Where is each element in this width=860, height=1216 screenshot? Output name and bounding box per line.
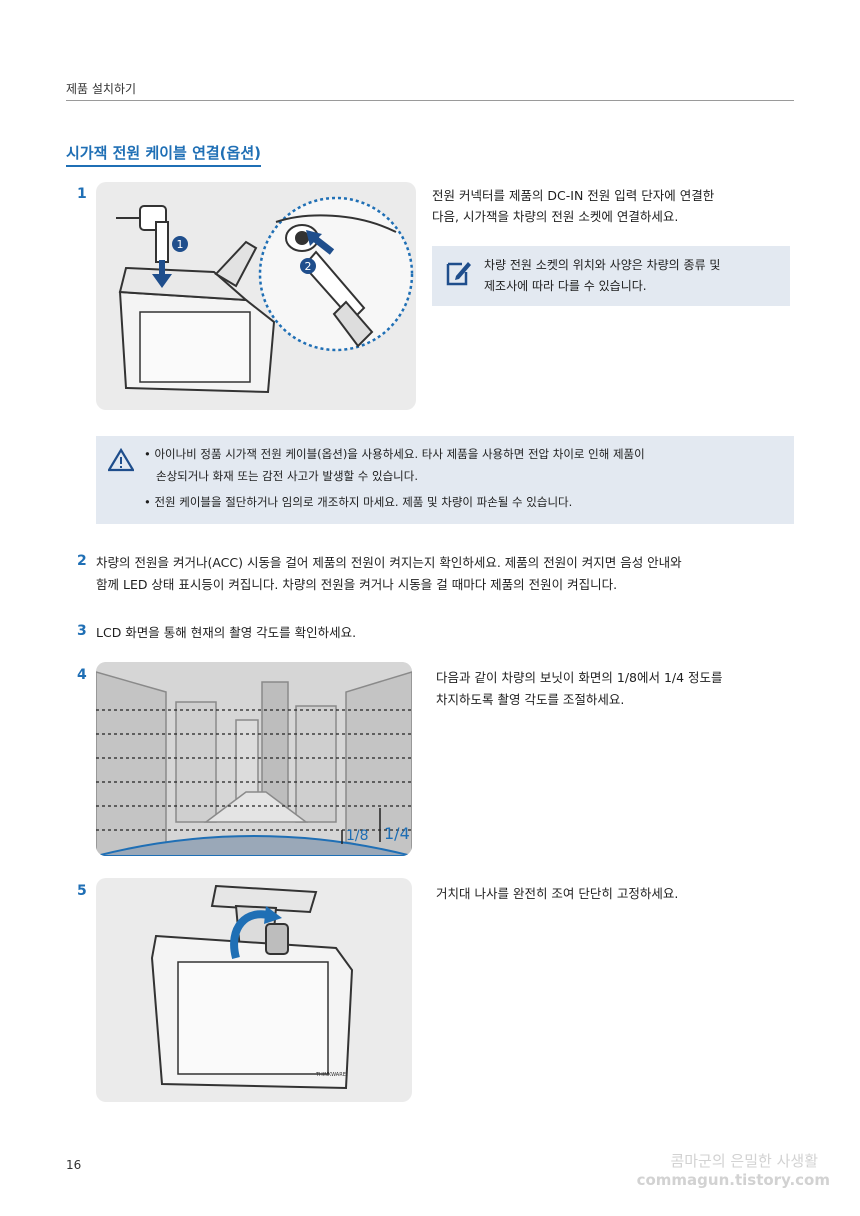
page-number: 16 <box>66 1158 82 1172</box>
note-line-1: 차량 전원 소켓의 위치와 사양은 차량의 종류 및 <box>484 258 721 272</box>
watermark-line-2: commagun.tistory.com <box>636 1171 830 1189</box>
arrow-in-icon <box>311 235 335 255</box>
dc-plug <box>116 205 169 263</box>
step-2-text-line-1: 차량의 전원을 켜거나(ACC) 시동을 걸어 제품의 전원이 켜지는지 확인하… <box>96 555 682 570</box>
rotate-arrow-head-icon <box>264 906 282 924</box>
section-header: 제품 설치하기 <box>66 82 137 96</box>
warning-bullet-1-line-2: 손상되거나 화재 또는 감전 사고가 발생할 수 있습니다. <box>156 469 419 483</box>
brand-label: THINKWARE <box>315 1072 346 1078</box>
step-5-text: 거치대 나사를 완전히 조여 단단히 고정하세요. <box>436 886 679 901</box>
step-3-text: LCD 화면을 통해 현재의 촬영 각도를 확인하세요. <box>96 625 357 640</box>
step-2-text-line-2: 함께 LED 상태 표시등이 켜집니다. 차량의 전원을 켜거나 시동을 걸 때… <box>96 577 618 592</box>
label-one-eighth: 1/8 <box>346 828 369 844</box>
arrow-head-down-icon <box>152 274 172 288</box>
step-4-number: 4 <box>77 667 87 683</box>
screw-knob <box>265 923 289 955</box>
step-1-text-line-2: 다음, 시가잭을 차량의 전원 소켓에 연결하세요. <box>432 209 679 224</box>
header-divider <box>66 100 794 101</box>
step-2-number: 2 <box>77 553 87 569</box>
step-4-camera-view: 1/8 1/4 <box>96 662 412 856</box>
step-5-illustration: THINKWARE <box>96 878 412 1102</box>
note-line-2: 제조사에 따라 다를 수 있습니다. <box>484 279 647 293</box>
step-4-text-line-1: 다음과 같이 차량의 보닛이 화면의 1/8에서 1/4 정도를 <box>436 670 723 685</box>
badge-2-label: 2 <box>305 260 312 273</box>
rotate-arrow-icon <box>230 910 274 960</box>
step-1-illustration: 1 2 <box>96 182 416 410</box>
step-4-text-line-2: 차지하도록 촬영 각도를 조절하세요. <box>436 692 625 707</box>
note-pencil-icon <box>446 262 471 286</box>
step-1-number: 1 <box>77 186 87 202</box>
street-view-drawing <box>96 662 412 856</box>
dashcam-power-connection-drawing: 1 2 <box>116 196 414 394</box>
grid-lines <box>96 709 412 831</box>
badge-1-label: 1 <box>177 238 184 251</box>
note-box: 차량 전원 소켓의 위치와 사양은 차량의 종류 및 제조사에 따라 다를 수 … <box>432 246 790 306</box>
step-3-number: 3 <box>77 623 87 639</box>
warning-box: • 아이나비 정품 시가잭 전원 케이블(옵션)을 사용하세요. 타사 제품을 … <box>96 436 794 524</box>
step-5-number: 5 <box>77 883 87 899</box>
badge-1-icon <box>172 236 188 252</box>
dashcam-body <box>118 240 276 394</box>
warning-bullet-1-line-1: • 아이나비 정품 시가잭 전원 케이블(옵션)을 사용하세요. 타사 제품을 … <box>144 447 645 461</box>
section-title: 시가잭 전원 케이블 연결(옵션) <box>66 142 261 167</box>
badge-2-icon <box>300 258 316 274</box>
label-one-quarter: 1/4 <box>384 824 410 843</box>
warning-bullet-2: • 전원 케이블을 절단하거나 임의로 개조하지 마세요. 제품 및 차량이 파… <box>144 495 573 509</box>
arrow-head-in-icon <box>306 230 322 246</box>
car-hood <box>96 835 412 856</box>
warning-triangle-icon <box>108 448 134 472</box>
mount-screw-drawing: THINKWARE <box>150 884 354 1090</box>
watermark-line-1: 콤마군의 은밀한 사생활 <box>670 1152 818 1170</box>
car-socket <box>275 214 397 348</box>
step-1-text-line-1: 전원 커넥터를 제품의 DC-IN 전원 입력 단자에 연결한 <box>432 188 715 203</box>
